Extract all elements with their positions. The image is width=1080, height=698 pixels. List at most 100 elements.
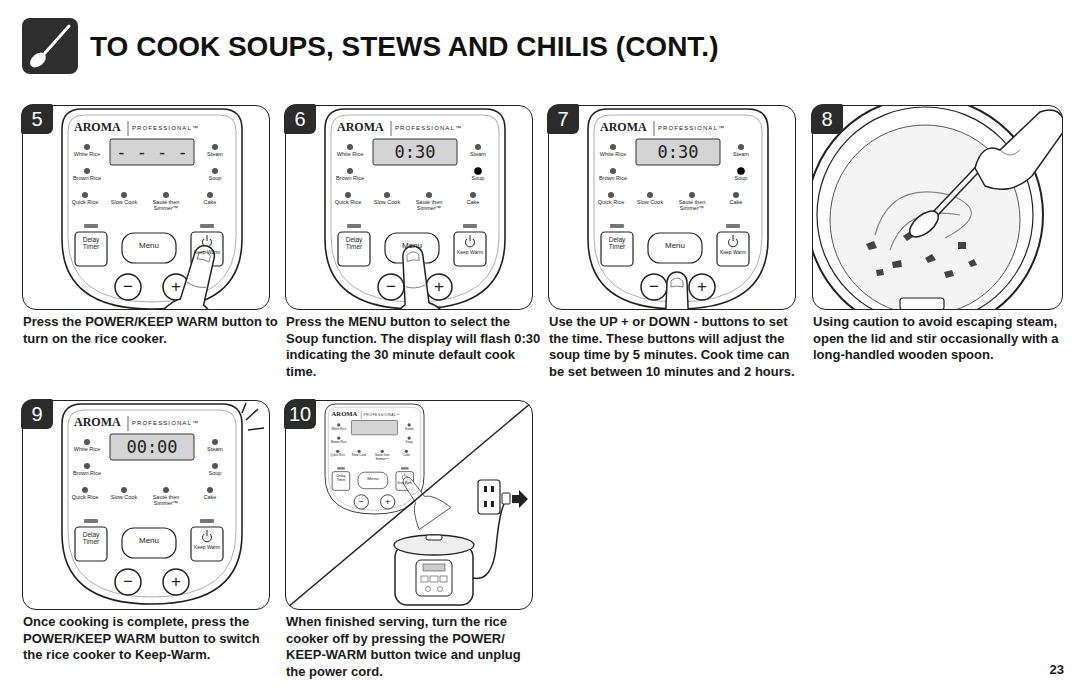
control-panel-text: AROMAPROFESSIONAL™White RiceSteamBrown R… [325, 404, 424, 514]
step10-art-shape [438, 587, 443, 592]
menu-label: Steam [726, 152, 756, 158]
step-number: 9 [31, 403, 42, 425]
step-panel: Press the MENU button to select the Soup… [285, 105, 533, 310]
step10-art-shape [473, 504, 504, 578]
step10-art-shape [491, 501, 494, 507]
control-panel-text: AROMAPROFESSIONAL™0:30White RiceSteamBro… [588, 109, 768, 309]
menu-label: White Rice [72, 152, 102, 158]
step-caption: Press the MENU button to select the Soup… [286, 314, 542, 380]
stirring-pot-shape [812, 105, 1043, 310]
step5-art [62, 109, 251, 310]
control-panel-text: AROMAPROFESSIONAL™00:00White RiceSteamBr… [62, 404, 242, 604]
menu-label: Sauté then Simmer™ [371, 454, 393, 460]
button-label: Delay Timer [338, 237, 370, 251]
model-name: PROFESSIONAL™ [658, 125, 763, 131]
menu-label: Steam [401, 428, 418, 431]
time-display: 00:00 [110, 437, 194, 457]
brand-logo: AROMA [332, 411, 362, 418]
step-number: 10 [289, 403, 311, 425]
stirring-pot-shape [905, 206, 943, 242]
button-symbol: − [115, 276, 141, 298]
menu-label: White Rice [335, 152, 365, 158]
menu-label: Quick Rice [596, 200, 626, 206]
model-name: PROFESSIONAL™ [132, 125, 237, 131]
menu-label: Soup [401, 441, 418, 444]
menu-label: Slow Cook [109, 495, 139, 501]
button-label: Menu [358, 477, 388, 482]
step-number: 8 [821, 108, 832, 130]
step10-art-shape [426, 587, 431, 592]
menu-label: Slow Cook [635, 200, 665, 206]
button-label: Menu [122, 242, 176, 250]
step-panel: Use the UP + or DOWN - buttons to set th… [548, 105, 796, 310]
step-number-badge: 5 [21, 104, 53, 134]
brand-logo: AROMA [74, 416, 128, 429]
step10-art-shape [478, 480, 500, 514]
button-label: Delay Timer [75, 532, 107, 546]
button-label: Delay Timer [75, 237, 107, 251]
step10-art-shape [394, 535, 474, 555]
section-icon-shape [27, 50, 49, 71]
button-label: Keep Warm [396, 482, 414, 485]
menu-label: Slow Cook [109, 200, 139, 206]
step-panel: Once cooking is complete, press the POWE… [22, 400, 270, 610]
step9-art-shape [248, 428, 264, 430]
menu-label: Sauté then Simmer™ [146, 495, 186, 507]
step10-art-shape [430, 576, 438, 582]
brand-logo: AROMA [337, 121, 391, 134]
button-label: Keep Warm [454, 250, 486, 255]
step-caption: Use the UP + or DOWN - buttons to set th… [549, 314, 805, 380]
menu-label: Quick Rice [70, 495, 100, 501]
menu-label: Slow Cook [372, 200, 402, 206]
button-symbol: − [115, 571, 141, 593]
button-label: Menu [122, 537, 176, 545]
step10-art-shape [491, 486, 494, 492]
stirring-pot-shape [925, 254, 936, 263]
button-symbol: + [381, 496, 395, 508]
page-title: TO COOK SOUPS, STEWS AND CHILIS (CONT.) [90, 31, 718, 63]
menu-label: Cake [398, 454, 415, 457]
step9-art [62, 403, 264, 604]
step-number-badge: 7 [547, 104, 579, 134]
button-label: Menu [385, 242, 439, 250]
button-label: Keep Warm [717, 250, 749, 255]
step9-art-shape [246, 409, 258, 420]
button-symbol: − [354, 496, 368, 508]
menu-label: Cake [195, 495, 225, 501]
step10-art-shape [440, 576, 447, 582]
button-label: Keep Warm [191, 545, 223, 550]
page-number: 23 [1028, 662, 1064, 678]
step10-art-shape [325, 404, 424, 514]
step6-art-shape [372, 242, 467, 310]
step10-art-shape [390, 466, 451, 529]
model-name: PROFESSIONAL™ [132, 420, 237, 426]
button-label: Keep Warm [191, 250, 223, 255]
step7-art-shape [737, 167, 745, 175]
step-number-badge: 9 [21, 399, 53, 429]
step-number-badge: 8 [811, 104, 843, 134]
menu-label: Brown Rice [72, 471, 102, 477]
step-caption: When finished serving, turn the rice coo… [286, 614, 542, 680]
menu-label: White Rice [331, 428, 348, 431]
step10-art-shape [502, 493, 510, 504]
button-symbol: − [641, 276, 667, 298]
step10-art-shape [484, 501, 487, 507]
menu-label: Soup [200, 176, 230, 182]
menu-label: White Rice [72, 447, 102, 453]
section-icon-shape [22, 18, 78, 74]
step-panel: Using caution to avoid escaping steam, o… [812, 105, 1063, 310]
step6-art [325, 109, 505, 310]
step-number-badge: 10 [284, 399, 316, 429]
control-panel-text: AROMAPROFESSIONAL™- - - -White RiceSteam… [62, 109, 242, 309]
button-symbol: − [378, 276, 404, 298]
stirring-pot-shape [944, 270, 954, 278]
menu-label: Slow Cook [351, 454, 368, 457]
menu-label: Steam [200, 152, 230, 158]
menu-label: Cake [195, 200, 225, 206]
button-symbol: + [163, 276, 189, 298]
step10-art-shape [484, 486, 487, 492]
menu-label: Quick Rice [70, 200, 100, 206]
brand-logo: AROMA [74, 121, 128, 134]
menu-label: Cake [721, 200, 751, 206]
